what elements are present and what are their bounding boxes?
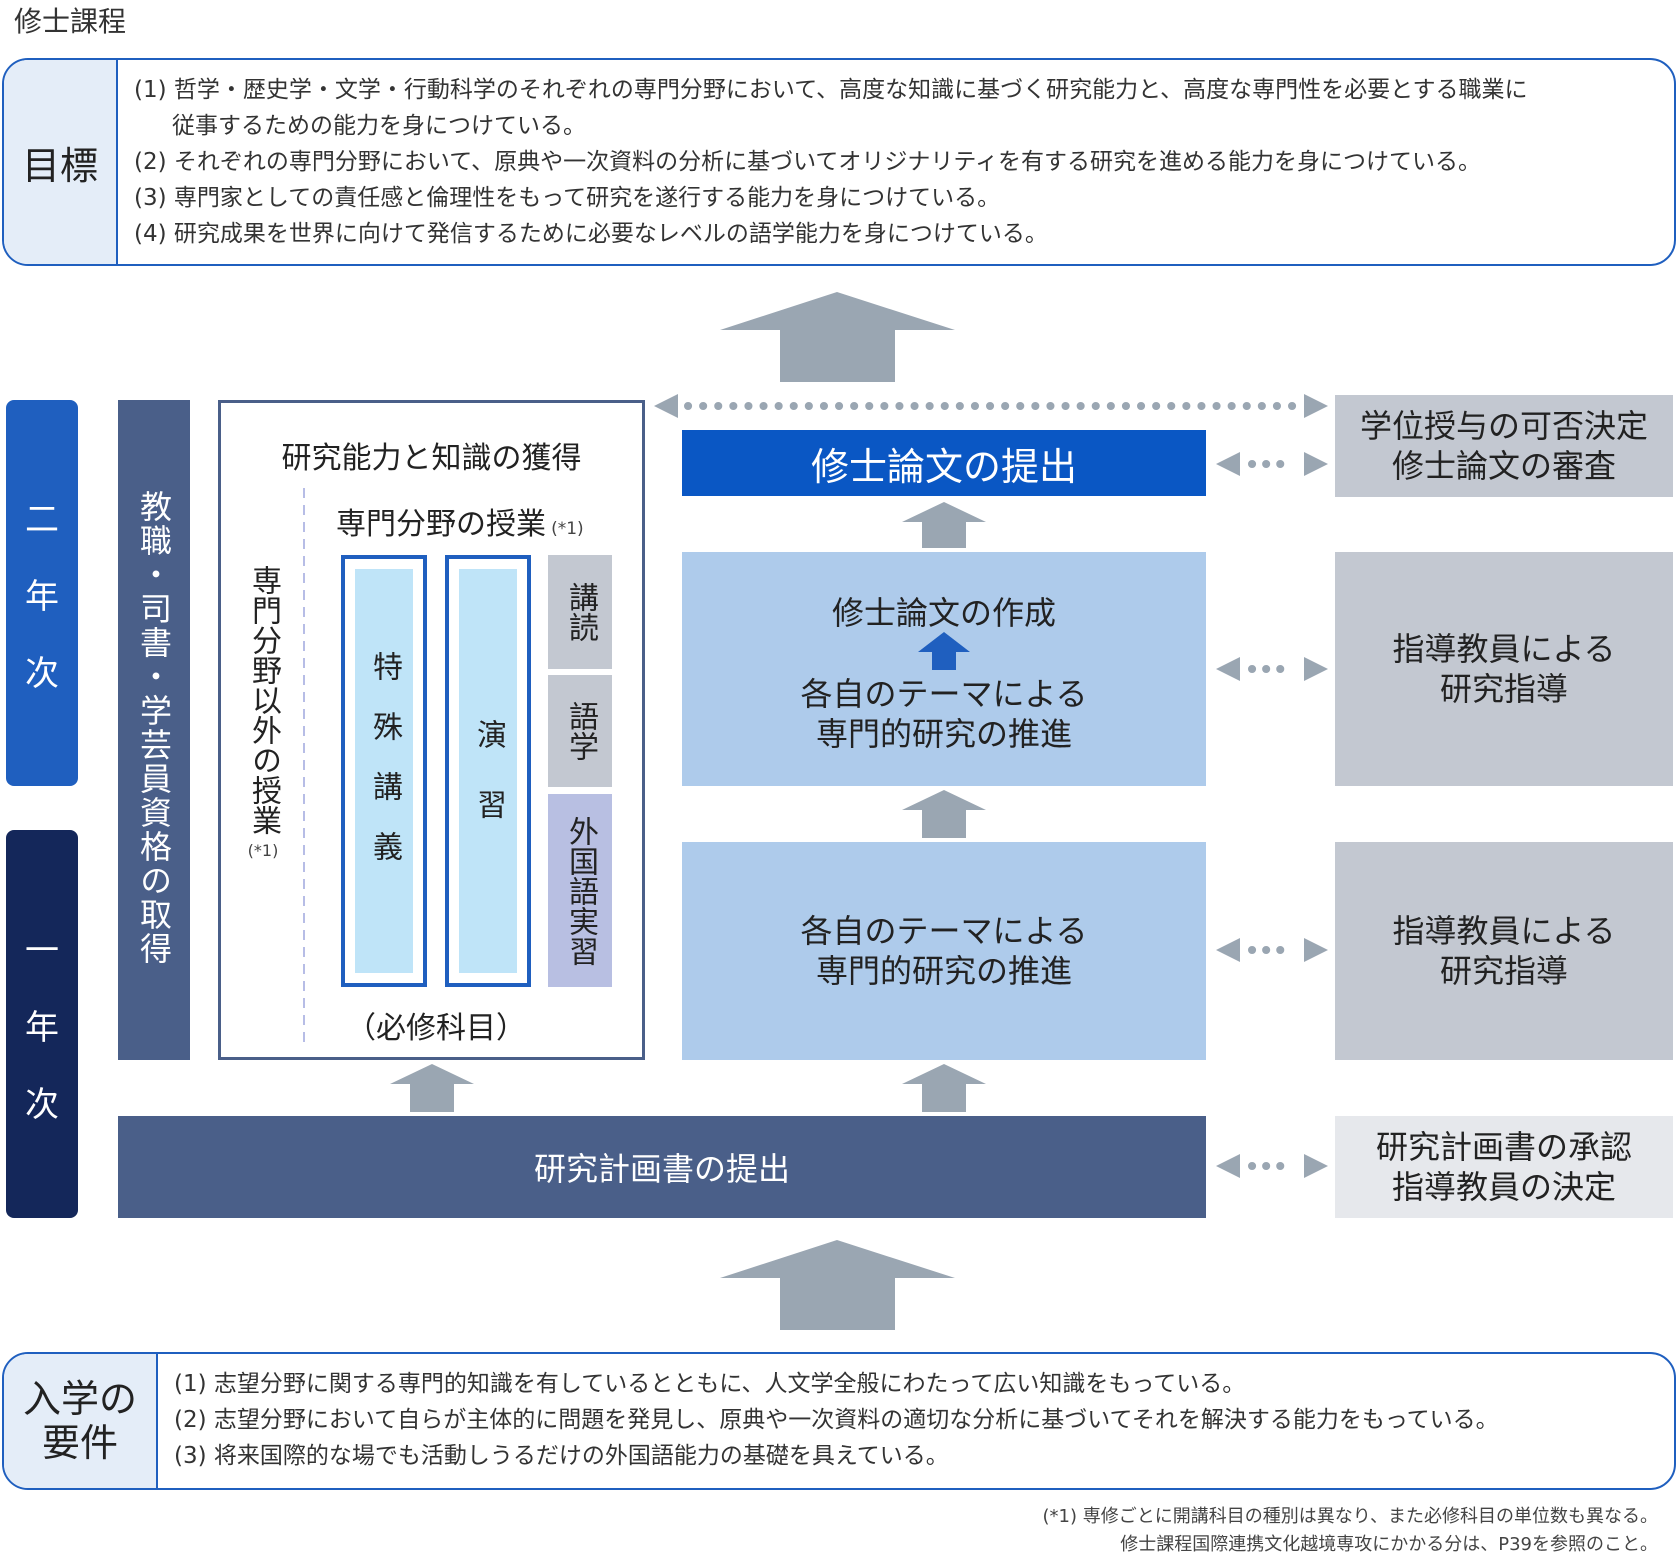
required-label: （必修科目） xyxy=(346,1011,526,1046)
plan-submission-text: 研究計画書の提出 xyxy=(533,1150,790,1188)
up-arrow-bottom xyxy=(720,1240,955,1330)
goals-heading: 目標 xyxy=(4,60,118,264)
non-specialty-label: 専門分野以外の授業 (*1) xyxy=(243,565,283,865)
degree-decision-line1: 学位授与の可否決定 xyxy=(1359,407,1648,445)
page-title: 修士課程 xyxy=(14,5,127,38)
dashed-divider xyxy=(303,488,305,1043)
dotted-arrow-degree xyxy=(1216,452,1328,476)
seminar-text: 演習 xyxy=(471,719,506,859)
research-ability-box: 研究能力と知識の獲得 専門分野以外の授業 (*1) 専門分野の授業 (*1) 特… xyxy=(218,400,645,1060)
degree-decision-box: 学位授与の可否決定 修士論文の審査 xyxy=(1335,395,1673,497)
reading-box: 講読 xyxy=(548,555,612,669)
goal-item-1: (1) 哲学・歴史学・文学・行動科学のそれぞれの専門分野において、高度な知識に基… xyxy=(134,77,1528,103)
thesis-submission-text: 修士論文の提出 xyxy=(810,444,1077,489)
footnote-line1: (*1) 専修ごとに開講科目の種別は異なり、また必修科目の単位数も異なる。 xyxy=(1042,1506,1659,1527)
goals-panel: 目標 (1) 哲学・歴史学・文学・行動科学のそれぞれの専門分野において、高度な知… xyxy=(2,58,1676,266)
degree-decision-line2: 修士論文の審査 xyxy=(1391,447,1616,485)
goal-item-1-cont: 従事するための能力を身につけている。 xyxy=(172,113,586,139)
reading-text: 講読 xyxy=(563,582,598,642)
up-arrow-year1-to-year2 xyxy=(902,790,986,838)
year1-theme-line2: 専門的研究の推進 xyxy=(815,952,1072,990)
guidance-box-year1: 指導教員による 研究指導 xyxy=(1335,842,1673,1060)
admission-panel: 入学の 要件 (1) 志望分野に関する専門的知識を有しているとともに、人文学全般… xyxy=(2,1352,1676,1490)
teaching-license-bar: 教職・司書・学芸員資格の取得 xyxy=(118,400,190,1060)
seminar-box: 演習 xyxy=(445,555,531,987)
goal-item-2: (2) それぞれの専門分野において、原典や一次資料の分析に基づいてオリジナリティ… xyxy=(134,149,1481,175)
admission-item-2: (2) 志望分野において自らが主体的に問題を発見し、原典や一次資料の適切な分析に… xyxy=(174,1407,1499,1433)
guidance-box-year2: 指導教員による 研究指導 xyxy=(1335,552,1673,786)
up-arrow-to-research-ability xyxy=(390,1064,474,1112)
language-text: 語学 xyxy=(563,701,598,761)
research-ability-title: 研究能力と知識の獲得 xyxy=(281,441,582,476)
goal-item-3: (3) 専門家としての責任感と倫理性をもって研究を遂行する能力を身につけている。 xyxy=(134,185,1001,211)
non-specialty-note: (*1) xyxy=(247,841,279,860)
admission-item-3: (3) 将来国際的な場でも活動しうるだけの外国語能力の基礎を具えている。 xyxy=(174,1443,949,1469)
special-lecture-box: 特殊講義 xyxy=(341,555,427,987)
plan-approval-box: 研究計画書の承認 指導教員の決定 xyxy=(1335,1116,1673,1218)
dotted-arrow-guidance-year2 xyxy=(1216,657,1328,681)
special-lecture-text: 特殊講義 xyxy=(367,651,402,891)
dotted-double-arrow-top xyxy=(654,394,1328,418)
non-specialty-text: 専門分野以外の授業 xyxy=(246,565,281,835)
second-year-bar: 二年次 xyxy=(6,400,78,786)
dotted-arrow-approval xyxy=(1216,1154,1328,1178)
dotted-arrow-guidance-year1 xyxy=(1216,938,1328,962)
admission-item-1: (1) 志望分野に関する専門的知識を有しているとともに、人文学全般にわたって広い… xyxy=(174,1371,1246,1397)
admission-heading: 入学の 要件 xyxy=(4,1354,158,1488)
foreign-practice-box: 外国語実習 xyxy=(548,794,612,987)
goal-item-4: (4) 研究成果を世界に向けて発信するために必要なレベルの語学能力を身につけてい… xyxy=(134,221,1048,247)
language-box: 語学 xyxy=(548,675,612,787)
first-year-bar: 一年次 xyxy=(6,830,78,1218)
footnote-line2: 修士課程国際連携文化越境専攻にかかる分は、P39を参照のこと。 xyxy=(1120,1534,1658,1555)
up-arrow-to-submission xyxy=(902,502,986,548)
foreign-practice-text: 外国語実習 xyxy=(563,815,598,966)
plan-submission-box: 研究計画書の提出 xyxy=(118,1116,1206,1218)
goals-heading-text: 目標 xyxy=(21,143,98,188)
thesis-writing-text: 修士論文の作成 xyxy=(831,594,1056,632)
blue-up-arrow xyxy=(918,632,970,670)
goals-list: (1) 哲学・歴史学・文学・行動科学のそれぞれの専門分野において、高度な知識に基… xyxy=(134,60,1664,264)
year2-theme-text: 各自のテーマによる 専門的研究の推進 xyxy=(800,675,1088,753)
year2-research-box: 修士論文の作成 各自のテーマによる 専門的研究の推進 xyxy=(682,552,1206,786)
up-arrow-top xyxy=(720,292,955,382)
specialty-title: 専門分野の授業 (*1) xyxy=(336,507,584,542)
up-arrow-to-year1 xyxy=(902,1064,986,1112)
year1-theme-line1: 各自のテーマによる xyxy=(800,912,1088,950)
year1-research-box: 各自のテーマによる 専門的研究の推進 xyxy=(682,842,1206,1060)
thesis-submission-box: 修士論文の提出 xyxy=(682,430,1206,496)
teaching-license-text: 教職・司書・学芸員資格の取得 xyxy=(135,490,173,966)
admission-list: (1) 志望分野に関する専門的知識を有しているとともに、人文学全般にわたって広い… xyxy=(174,1354,1664,1488)
